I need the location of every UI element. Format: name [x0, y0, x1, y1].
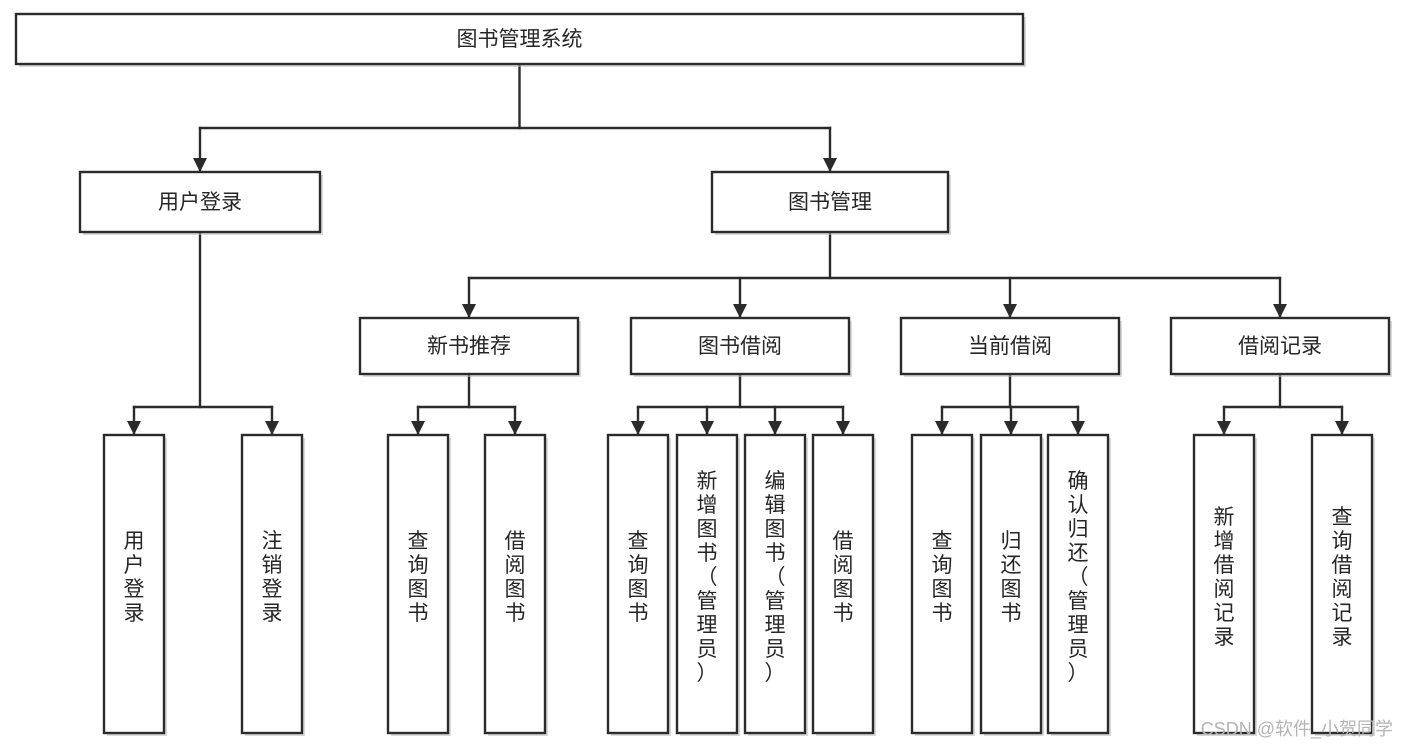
arrow-head [265, 421, 279, 435]
arrow-head [508, 421, 522, 435]
edge-group-book-manage [462, 230, 1287, 319]
node-box[interactable] [386, 433, 450, 735]
node-box[interactable] [1192, 433, 1256, 735]
node-leaf-borrow-book-rec[interactable]: 借阅图书 [483, 433, 548, 736]
node-label: 借阅图书 [833, 530, 854, 625]
node-root[interactable]: 图书管理系统 [14, 12, 1026, 67]
node-leaf-query-book-rec[interactable]: 查询图书 [386, 433, 451, 736]
arrow-head [1273, 304, 1287, 318]
node-label: 确认归还（管理员） [1068, 470, 1089, 685]
node-book-borrow[interactable]: 图书借阅 [629, 316, 852, 377]
node-box[interactable] [710, 170, 950, 234]
node-box[interactable] [1310, 433, 1374, 735]
node-leaf-edit-book[interactable]: 编辑图书（管理员） [743, 433, 808, 736]
arrow-head [1335, 421, 1349, 435]
arrow-head [823, 158, 837, 172]
arrow-head [411, 421, 425, 435]
node-label: 注销登录 [262, 530, 283, 625]
node-label: 图书管理系统 [457, 28, 583, 51]
arrow-head [1004, 421, 1018, 435]
node-leaf-add-book[interactable]: 新增图书（管理员） [675, 433, 740, 736]
edges-layer [127, 62, 1349, 436]
node-label: 归还图书 [1001, 530, 1022, 625]
node-leaf-add-record[interactable]: 新增借阅记录 [1192, 433, 1257, 736]
node-box[interactable] [743, 433, 807, 735]
node-leaf-return-book[interactable]: 归还图书 [979, 433, 1044, 736]
node-leaf-query-book-bb[interactable]: 查询图书 [606, 433, 671, 736]
edge-group-user-login [127, 230, 279, 436]
node-book-manage[interactable]: 图书管理 [710, 170, 951, 235]
arrow-head [631, 421, 645, 435]
node-label: 借阅图书 [505, 530, 526, 625]
node-label: 图书管理 [788, 191, 872, 214]
arrow-head [700, 421, 714, 435]
node-box[interactable] [78, 170, 322, 234]
edge-group-current-borrow [935, 372, 1085, 436]
edge-group-book-borrow [631, 372, 850, 436]
nodes-layer: 图书管理系统用户登录图书管理新书推荐图书借阅当前借阅借阅记录用户登录注销登录查询… [14, 12, 1392, 736]
node-label: 借阅记录 [1238, 335, 1322, 358]
node-box[interactable] [811, 433, 875, 735]
node-box[interactable] [102, 433, 166, 735]
node-box[interactable] [675, 433, 739, 735]
arrow-head [462, 304, 476, 318]
node-label: 新增图书（管理员） [697, 470, 718, 685]
node-box[interactable] [606, 433, 670, 735]
arrow-head [1003, 304, 1017, 318]
arrow-head [733, 304, 747, 318]
node-label: 用户登录 [158, 191, 242, 214]
node-leaf-confirm-return[interactable]: 确认归还（管理员） [1046, 433, 1111, 736]
node-label: 用户登录 [124, 530, 145, 625]
node-label: 查询图书 [932, 530, 953, 625]
node-box[interactable] [910, 433, 974, 735]
node-label: 查询图书 [628, 530, 649, 625]
arrow-head [1071, 421, 1085, 435]
node-box[interactable] [979, 433, 1043, 735]
node-box[interactable] [629, 316, 851, 376]
arrow-head [935, 421, 949, 435]
edge-group-root [193, 62, 837, 173]
arrow-head [836, 421, 850, 435]
node-box[interactable] [1046, 433, 1110, 735]
node-label: 新增借阅记录 [1214, 506, 1235, 649]
node-leaf-query-record[interactable]: 查询借阅记录 [1310, 433, 1375, 736]
node-label: 查询借阅记录 [1332, 506, 1353, 649]
node-label: 编辑图书（管理员） [765, 470, 786, 685]
node-box[interactable] [358, 316, 580, 376]
arrow-head [127, 421, 141, 435]
node-box[interactable] [899, 316, 1121, 376]
node-leaf-borrow-book-bb[interactable]: 借阅图书 [811, 433, 876, 736]
node-leaf-user-login[interactable]: 用户登录 [102, 433, 167, 736]
node-label: 新书推荐 [427, 335, 511, 358]
edge-group-borrow-record [1217, 372, 1349, 436]
node-user-login[interactable]: 用户登录 [78, 170, 323, 235]
node-leaf-logout[interactable]: 注销登录 [240, 433, 305, 736]
arrow-head [768, 421, 782, 435]
node-box[interactable] [483, 433, 547, 735]
node-borrow-record[interactable]: 借阅记录 [1169, 316, 1392, 377]
node-box[interactable] [1169, 316, 1391, 376]
node-label: 当前借阅 [968, 335, 1052, 358]
arrow-head [193, 158, 207, 172]
node-new-book-recommend[interactable]: 新书推荐 [358, 316, 581, 377]
node-current-borrow[interactable]: 当前借阅 [899, 316, 1122, 377]
edge-group-new-book-recommend [411, 372, 522, 436]
node-label: 图书借阅 [698, 335, 782, 358]
node-box[interactable] [240, 433, 304, 735]
node-label: 查询图书 [408, 530, 429, 625]
arrow-head [1217, 421, 1231, 435]
node-box[interactable] [14, 12, 1025, 66]
node-leaf-query-book-cb[interactable]: 查询图书 [910, 433, 975, 736]
